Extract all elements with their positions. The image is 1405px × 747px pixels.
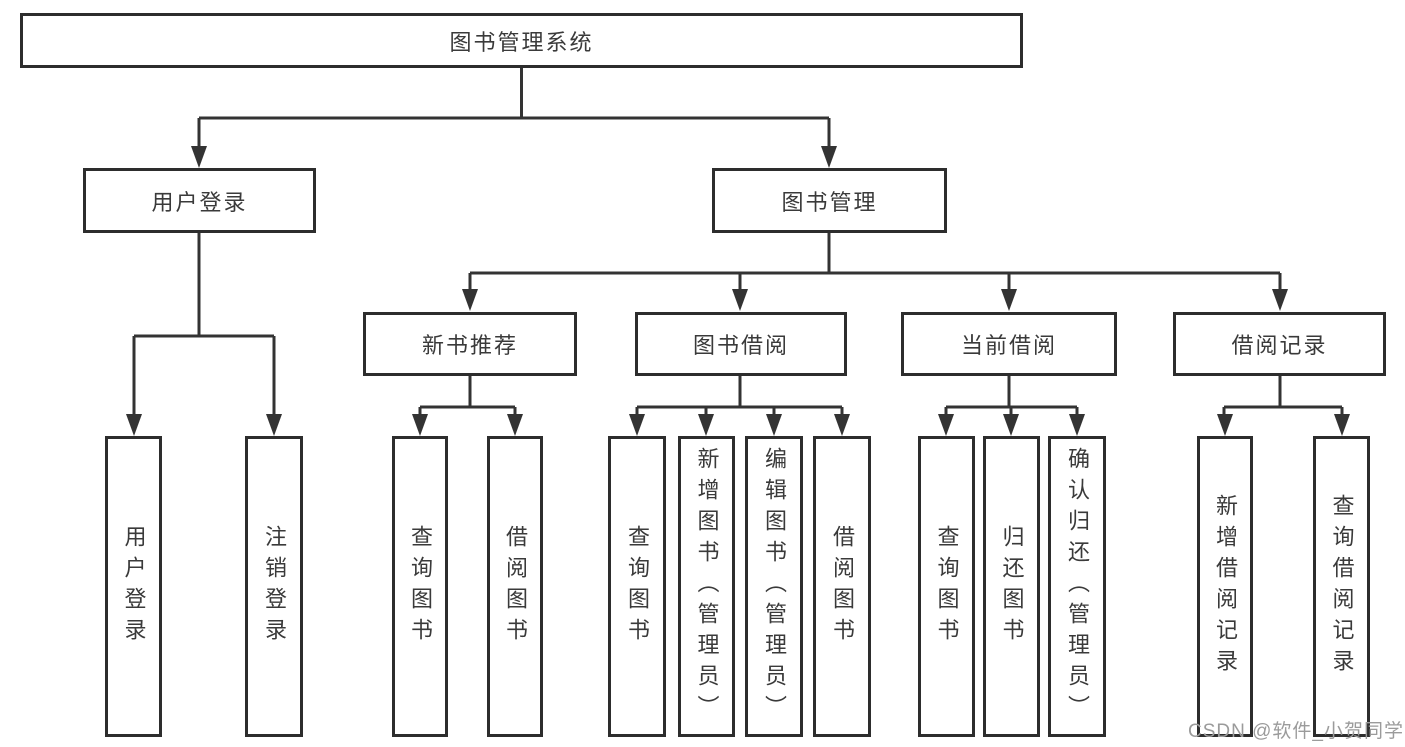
leaf-newbook-query-books: 查询图书 — [392, 436, 448, 737]
arrow-down-icon — [126, 414, 142, 436]
arrow-down-icon — [834, 414, 850, 436]
arrow-down-icon — [1217, 414, 1233, 436]
leaf-borrowing-edit-books-admin: 编辑图书（管理员） — [745, 436, 803, 737]
connector-records-to-leaves — [1222, 376, 1344, 418]
connector-current-to-leaves — [944, 376, 1079, 418]
leaf-borrowing-add-books-admin: 新增图书（管理员） — [678, 436, 735, 737]
arrow-down-icon — [1001, 289, 1017, 311]
leaf-current-confirm-return-admin: 确认归还（管理员） — [1048, 436, 1106, 737]
arrow-down-icon — [412, 414, 428, 436]
arrow-down-icon — [732, 289, 748, 311]
node-book-management: 图书管理 — [712, 168, 947, 233]
arrow-down-icon — [698, 414, 714, 436]
node-borrowing-records: 借阅记录 — [1173, 312, 1386, 376]
arrow-down-icon — [1334, 414, 1350, 436]
arrow-down-icon — [191, 146, 207, 168]
node-new-book-recommendation: 新书推荐 — [363, 312, 577, 376]
arrow-down-icon — [507, 414, 523, 436]
connector-bookmgmt-to-level3 — [468, 233, 1282, 293]
connector-borrowing-to-leaves — [635, 376, 844, 418]
node-book-borrowing: 图书借阅 — [635, 312, 847, 376]
arrow-down-icon — [766, 414, 782, 436]
arrow-down-icon — [821, 146, 837, 168]
leaf-logout: 注销登录 — [245, 436, 303, 737]
leaf-records-query-record: 查询借阅记录 — [1313, 436, 1370, 737]
leaf-current-query-books: 查询图书 — [918, 436, 975, 737]
connector-root-to-level2 — [197, 68, 831, 150]
node-library-system-root: 图书管理系统 — [20, 13, 1023, 68]
arrow-down-icon — [1003, 414, 1019, 436]
connector-newbook-to-leaves — [418, 376, 517, 418]
arrowheads — [126, 146, 1350, 436]
node-current-borrowing: 当前借阅 — [901, 312, 1117, 376]
leaf-user-login: 用户登录 — [105, 436, 162, 737]
arrow-down-icon — [1069, 414, 1085, 436]
arrow-down-icon — [629, 414, 645, 436]
leaf-records-add-record: 新增借阅记录 — [1197, 436, 1253, 737]
arrow-down-icon — [266, 414, 282, 436]
arrow-down-icon — [938, 414, 954, 436]
arrow-down-icon — [1272, 289, 1288, 311]
leaf-newbook-borrow-books: 借阅图书 — [487, 436, 543, 737]
leaf-borrowing-borrow-books: 借阅图书 — [813, 436, 871, 737]
connector-userlogin-to-leaves — [132, 233, 276, 418]
leaf-current-return-books: 归还图书 — [983, 436, 1040, 737]
csdn-watermark: CSDN @软件_小贺同学 — [1188, 721, 1404, 742]
arrow-down-icon — [462, 289, 478, 311]
node-user-login: 用户登录 — [83, 168, 316, 233]
leaf-borrowing-query-books: 查询图书 — [608, 436, 666, 737]
